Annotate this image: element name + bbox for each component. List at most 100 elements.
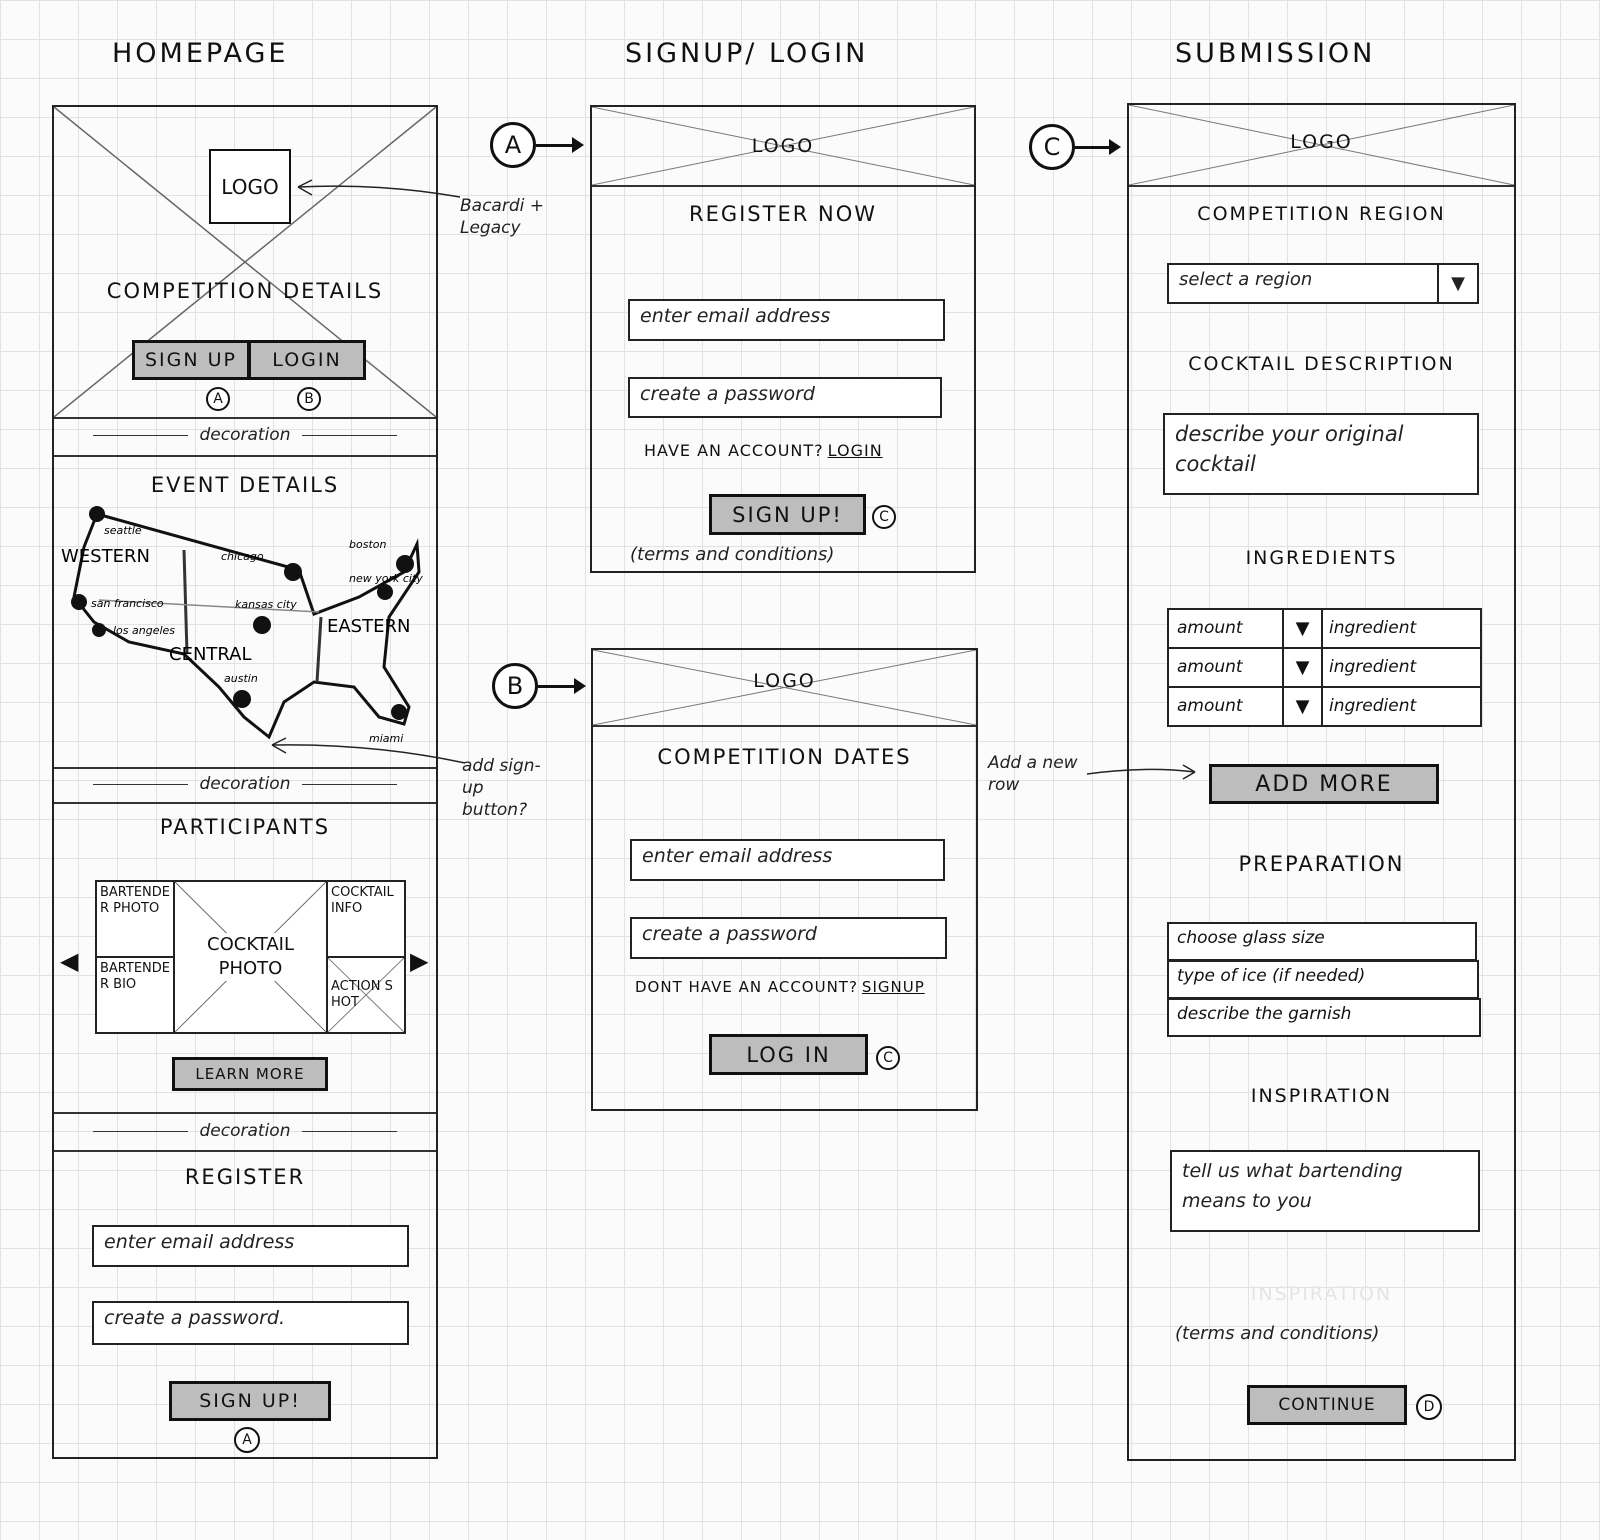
continue-button[interactable]: CONTINUE bbox=[1247, 1385, 1407, 1425]
decoration-1: decoration bbox=[54, 425, 436, 445]
dropdown-arrow-icon[interactable]: ▼ bbox=[1437, 265, 1477, 302]
no-account-text: DONT HAVE AN ACCOUNT?SIGNUP bbox=[635, 978, 925, 996]
flow-marker-c: C bbox=[1029, 124, 1075, 170]
bartender-photo: BARTENDER PHOTO bbox=[95, 880, 175, 958]
divider bbox=[54, 1150, 436, 1152]
city-label: kansas city bbox=[235, 598, 297, 611]
inspiration-field[interactable]: tell us what bartending means to you bbox=[1170, 1150, 1480, 1232]
ingredient-field[interactable]: ingredient bbox=[1329, 657, 1417, 677]
annotation-arrow bbox=[271, 737, 466, 764]
event-details-heading: EVENT DETAILS bbox=[150, 473, 340, 497]
dropdown-arrow-icon[interactable]: ▼ bbox=[1282, 649, 1323, 686]
terms-text[interactable]: (terms and conditions) bbox=[1175, 1323, 1380, 1344]
column-title-homepage: HOMEPAGE bbox=[112, 38, 289, 69]
region-border bbox=[182, 549, 189, 655]
ingredient-field[interactable]: ingredient bbox=[1329, 696, 1417, 716]
column-title-submission: SUBMISSION bbox=[1175, 38, 1376, 69]
amount-select[interactable]: amount bbox=[1177, 618, 1243, 638]
city-dot[interactable] bbox=[253, 616, 271, 634]
city-dot[interactable] bbox=[233, 690, 251, 708]
competition-dates-heading: COMPETITION DATES bbox=[657, 745, 912, 769]
logo-header: LOGO bbox=[593, 650, 976, 727]
password-field[interactable]: create a password bbox=[630, 917, 947, 959]
flow-arrow-icon bbox=[538, 678, 586, 694]
carousel-next-arrow-icon[interactable]: ▶ bbox=[410, 947, 429, 975]
dropdown-arrow-icon[interactable]: ▼ bbox=[1282, 688, 1323, 725]
city-label: seattle bbox=[104, 524, 142, 537]
login-link[interactable]: LOGIN bbox=[827, 441, 883, 460]
garnish-field[interactable]: describe the garnish bbox=[1167, 998, 1481, 1037]
ingredient-field[interactable]: ingredient bbox=[1329, 618, 1417, 638]
add-more-button[interactable]: ADD MORE bbox=[1209, 764, 1439, 804]
learn-more-button[interactable]: LEARN MORE bbox=[172, 1057, 328, 1091]
email-field[interactable]: enter email address bbox=[628, 299, 945, 341]
flow-marker-a: A bbox=[490, 122, 536, 168]
login-frame: LOGO COMPETITION DATES enter email addre… bbox=[591, 648, 978, 1111]
city-label: san francisco bbox=[91, 597, 164, 610]
decoration-label: decoration bbox=[199, 425, 291, 445]
decoration-3: decoration bbox=[54, 1121, 436, 1141]
carousel-prev-arrow-icon[interactable]: ◀ bbox=[60, 947, 79, 975]
city-dot[interactable] bbox=[89, 506, 105, 522]
password-field[interactable]: create a password bbox=[628, 377, 942, 418]
password-field[interactable]: create a password. bbox=[92, 1301, 409, 1345]
decoration-label: decoration bbox=[199, 774, 291, 794]
amount-select[interactable]: amount bbox=[1177, 696, 1243, 716]
divider bbox=[54, 767, 436, 769]
city-label: miami bbox=[369, 732, 403, 745]
map-annotation: add sign-up button? bbox=[462, 756, 541, 820]
city-label: new york city bbox=[349, 572, 423, 585]
signup-link[interactable]: SIGNUP bbox=[861, 978, 925, 996]
competition-region-heading: COMPETITION REGION bbox=[1197, 203, 1446, 225]
link-marker-d: D bbox=[1416, 1394, 1442, 1420]
city-dot[interactable] bbox=[92, 623, 106, 637]
logo-header: LOGO bbox=[1129, 105, 1514, 187]
have-account-text: HAVE AN ACCOUNT?LOGIN bbox=[644, 441, 883, 460]
competition-details-heading: COMPETITION DETAILS bbox=[106, 279, 384, 303]
column-title-signup-login: SIGNUP/ LOGIN bbox=[625, 38, 869, 69]
decoration-label: decoration bbox=[199, 1121, 291, 1141]
city-dot[interactable] bbox=[377, 584, 393, 600]
us-region-map[interactable]: WESTERN CENTRAL EASTERN seattle san fran… bbox=[59, 502, 434, 762]
city-dot[interactable] bbox=[71, 594, 87, 610]
submission-frame: LOGO COMPETITION REGION select a region … bbox=[1127, 103, 1516, 1461]
flow-arrow-icon bbox=[536, 137, 584, 153]
ice-type-field[interactable]: type of ice (if needed) bbox=[1167, 960, 1479, 999]
city-label: chicago bbox=[221, 550, 264, 563]
amount-select[interactable]: amount bbox=[1177, 657, 1243, 677]
bartender-bio: BARTENDER BIO bbox=[95, 956, 175, 1034]
email-field[interactable]: enter email address bbox=[630, 839, 945, 881]
login-button[interactable]: LOGIN bbox=[248, 340, 366, 380]
login-button[interactable]: LOG IN bbox=[709, 1034, 868, 1075]
homepage-frame: LOGO COMPETITION DETAILS SIGN UP LOGIN A… bbox=[52, 105, 438, 1459]
register-sign-up-button[interactable]: SIGN UP! bbox=[169, 1381, 331, 1421]
city-dot[interactable] bbox=[391, 704, 407, 720]
region-select[interactable]: select a region ▼ bbox=[1167, 263, 1479, 304]
sign-up-button[interactable]: SIGN UP bbox=[132, 340, 250, 380]
ingredients-heading: INGREDIENTS bbox=[1245, 547, 1398, 569]
register-now-heading: REGISTER NOW bbox=[688, 202, 878, 226]
logo-header: LOGO bbox=[592, 107, 974, 187]
decoration-2: decoration bbox=[54, 774, 436, 794]
city-dot[interactable] bbox=[396, 555, 414, 573]
terms-text[interactable]: (terms and conditions) bbox=[630, 544, 835, 565]
cocktail-photo: COCKTAIL PHOTO bbox=[173, 880, 328, 1034]
faded-inspiration-heading: INSPIRATION bbox=[1250, 1283, 1393, 1305]
city-dot[interactable] bbox=[284, 563, 302, 581]
cocktail-description-field[interactable]: describe your original cocktail bbox=[1163, 413, 1479, 495]
city-label: austin bbox=[224, 672, 258, 685]
divider bbox=[54, 417, 436, 419]
ingredients-annotation: Add a new row bbox=[988, 753, 1078, 795]
dropdown-arrow-icon[interactable]: ▼ bbox=[1282, 610, 1323, 647]
sign-up-button[interactable]: SIGN UP! bbox=[709, 494, 866, 535]
link-marker-c: C bbox=[876, 1046, 900, 1070]
no-account-label: DONT HAVE AN ACCOUNT? bbox=[635, 978, 858, 996]
city-label: los angeles bbox=[113, 624, 175, 637]
email-field[interactable]: enter email address bbox=[92, 1225, 409, 1267]
cocktail-info: COCKTAIL INFO bbox=[326, 880, 406, 958]
glass-size-field[interactable]: choose glass size bbox=[1167, 922, 1477, 961]
logo-annotation: Bacardi + Legacy bbox=[460, 196, 544, 238]
register-heading: REGISTER bbox=[184, 1165, 306, 1189]
cocktail-photo-label: COCKTAIL PHOTO bbox=[178, 933, 323, 981]
region-label: CENTRAL bbox=[169, 644, 252, 665]
